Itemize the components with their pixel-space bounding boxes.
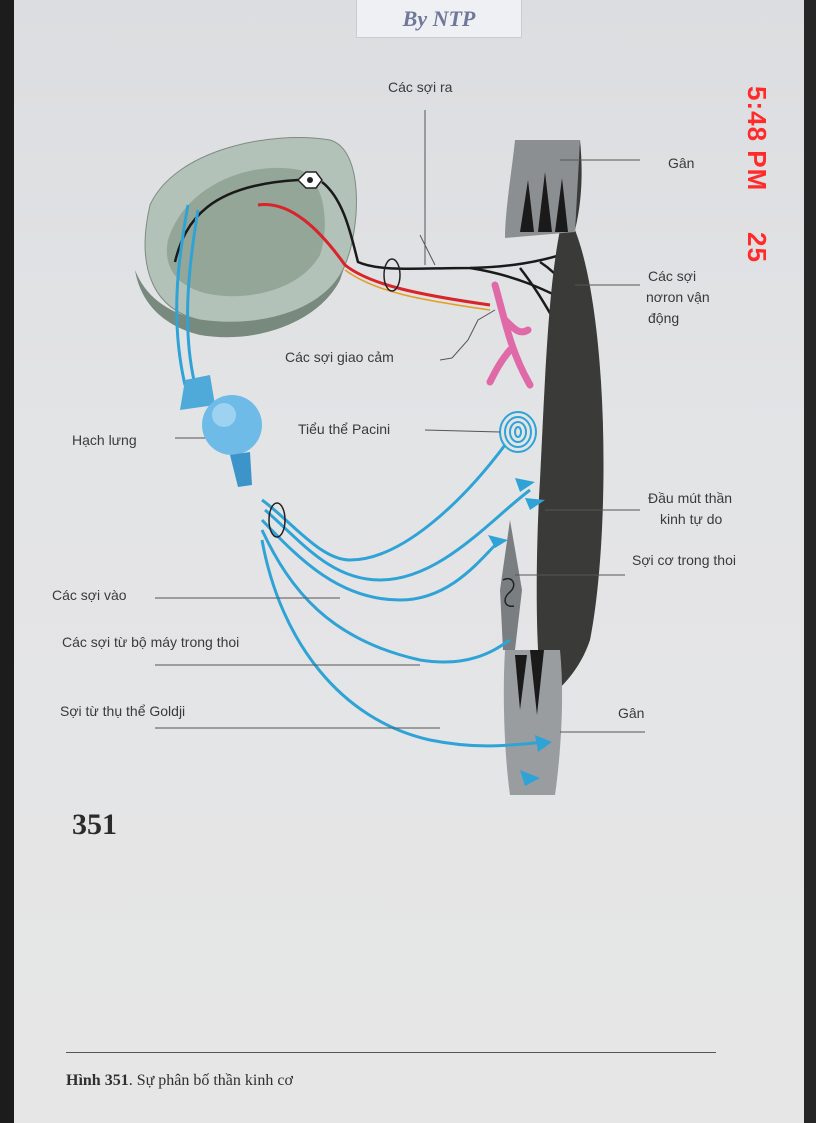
label-free-nerve-ending-1: Đầu mút thần: [648, 490, 732, 506]
page: [14, 0, 804, 1123]
label-sympathetic-fibers: Các sợi giao cảm: [285, 349, 394, 365]
afferent-ring: [268, 502, 286, 538]
dorsal-ganglion: [180, 375, 262, 487]
page-number: 351: [72, 808, 117, 841]
caption-rule: [66, 1052, 716, 1053]
label-pacinian-corpuscle: Tiểu thể Pacini: [298, 421, 390, 437]
label-motor-neuron-fibers-3: động: [648, 310, 679, 326]
sympathetic-fiber: [257, 202, 491, 311]
timestamp-day: 25: [742, 232, 772, 263]
blood-vessel: [486, 281, 534, 389]
label-motor-neuron-fibers-2: nơron vận: [646, 289, 710, 305]
label-motor-neuron-fibers-1: Các sợi: [648, 268, 696, 284]
label-golgi-fiber: Sợi từ thụ thể Goldji: [60, 703, 185, 719]
timestamp-time: 5:48 PM: [742, 86, 772, 191]
efferent-ring: [383, 258, 401, 292]
label-spindle-fibers: Các sợi từ bộ máy trong thoi: [62, 634, 239, 650]
free-nerve-endings: [488, 478, 552, 786]
caption-prefix: Hình 351: [66, 1072, 129, 1089]
figure-caption: Hình 351. Sự phân bố thần kinh cơ: [66, 1072, 293, 1090]
label-free-nerve-ending-2: kinh tự do: [660, 511, 723, 527]
scan-edge-left: [0, 0, 14, 1123]
muscle: [503, 140, 604, 795]
label-tendon-bottom: Gân: [618, 705, 644, 721]
muscle-spindle: [500, 520, 522, 650]
label-dorsal-ganglion: Hạch lưng: [72, 432, 137, 448]
label-afferent-fibers: Các sợi vào: [52, 587, 127, 603]
header-tag: By NTP: [356, 0, 522, 38]
afferent-fibers: [260, 444, 546, 748]
label-tendon-top: Gân: [668, 155, 694, 171]
scan-edge-right: [804, 0, 816, 1123]
dorsal-root: [175, 204, 200, 386]
leader-lines: [155, 110, 645, 733]
label-intrafusal-fiber: Sợi cơ trong thoi: [632, 552, 736, 568]
label-efferent-fibers: Các sợi ra: [388, 79, 453, 95]
caption-text: . Sự phân bố thần kinh cơ: [128, 1072, 293, 1089]
